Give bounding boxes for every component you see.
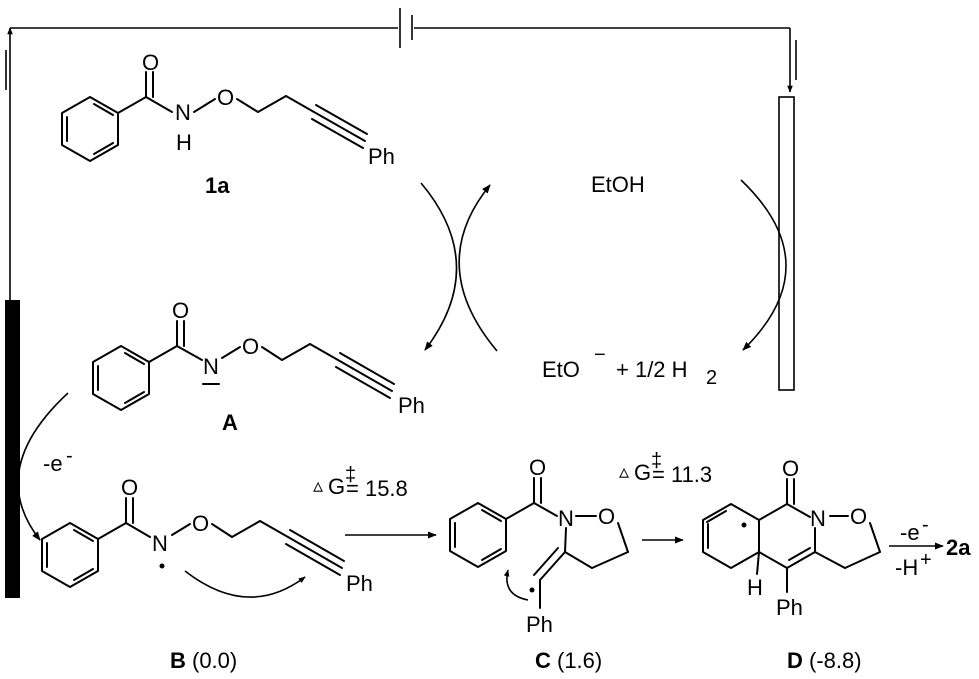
compound-D-structure — [702, 478, 881, 593]
ethoxide-label: EtO — [542, 357, 580, 382]
compound-A-structure — [92, 320, 395, 411]
arrow-1a-to-A — [420, 182, 458, 351]
compound-B-structure — [41, 497, 345, 588]
barrier-2-delta: ▵ — [619, 461, 629, 483]
compound-1a-structure — [61, 71, 368, 162]
barrier-1-value: = 15.8 — [346, 476, 408, 501]
compound-B-phenyl: Ph — [346, 571, 373, 596]
compound-B-ether-oxygen: O — [192, 511, 209, 536]
deprotonation-sup: + — [920, 549, 932, 571]
compound-A-phenyl: Ph — [398, 393, 425, 418]
compound-A-label: A — [222, 410, 238, 435]
compound-C-phenyl: Ph — [526, 612, 553, 637]
compound-1a-nitrogen: N — [175, 100, 191, 125]
aryl-attack-arrow — [503, 569, 529, 601]
barrier-1-symbol: G — [328, 474, 345, 499]
anode-electrode — [5, 300, 20, 598]
radical-cyclization-arrow — [184, 570, 306, 598]
final-oxidation-sup: - — [922, 514, 929, 536]
compound-1a-phenyl: Ph — [368, 144, 395, 169]
compound-1a-label: 1a — [205, 173, 230, 198]
ethoxide-charge: − — [594, 344, 606, 366]
arrow-etoh-to-ethoxide — [740, 179, 787, 351]
compound-1a-ether-oxygen: O — [217, 85, 234, 110]
compound-C-carbonyl-oxygen: O — [529, 455, 546, 480]
compound-A-ether-oxygen: O — [242, 334, 259, 359]
hydrogen-label: + 1/2 H — [616, 357, 688, 382]
cathode-electrode — [778, 96, 795, 391]
compound-1a-carbonyl-oxygen: O — [142, 50, 159, 75]
circuit — [5, 8, 797, 598]
oxidation-label: -e — [43, 451, 63, 476]
compound-C-structure — [449, 477, 629, 609]
oxidation-electron-sup: - — [66, 445, 73, 467]
arrow-etoh-regeneration — [458, 184, 498, 352]
compound-C-energy: (1.6) — [557, 648, 602, 673]
compound-D-hydrogen: H — [747, 575, 763, 600]
compound-A-nitrogen: N — [203, 354, 219, 379]
barrier-2-value: = 11.3 — [652, 462, 712, 487]
deprotonation-label: -H — [895, 555, 918, 580]
compound-D-nitrogen: N — [810, 506, 826, 531]
compound-B-nitrogen: N — [152, 531, 168, 556]
ethanol-label: EtOH — [591, 172, 645, 197]
compound-B-carbonyl-oxygen: O — [121, 475, 138, 500]
compound-D-phenyl: Ph — [776, 595, 803, 620]
final-oxidation-label: -e — [900, 520, 920, 545]
compound-B-label: B — [170, 648, 186, 673]
compound-D-ether-oxygen: O — [850, 504, 867, 529]
compound-D-label: D — [787, 648, 803, 673]
hydrogen-subscript: 2 — [706, 367, 717, 389]
arrow-A-to-B — [17, 392, 69, 541]
radical-dot-C — [529, 587, 535, 593]
barrier-2-dagger: ‡ — [651, 450, 662, 472]
compound-B-energy: (0.0) — [192, 648, 237, 673]
radical-dot-D — [741, 522, 747, 528]
barrier-1-dagger: ‡ — [345, 464, 356, 486]
compound-C-label: C — [535, 648, 551, 673]
compound-D-energy: (-8.8) — [809, 648, 862, 673]
compound-A-carbonyl-oxygen: O — [172, 298, 189, 323]
compound-1a-hydrogen: H — [176, 130, 192, 155]
barrier-1-delta: ▵ — [313, 475, 323, 497]
redox-cycle-arrows — [420, 179, 787, 352]
product-2a-label: 2a — [946, 535, 971, 560]
radical-dot-B — [159, 563, 165, 569]
barrier-2-symbol: G — [634, 460, 651, 485]
compound-D-carbonyl-oxygen: O — [782, 456, 799, 481]
compound-C-nitrogen: N — [558, 506, 574, 531]
compound-C-ether-oxygen: O — [598, 504, 615, 529]
